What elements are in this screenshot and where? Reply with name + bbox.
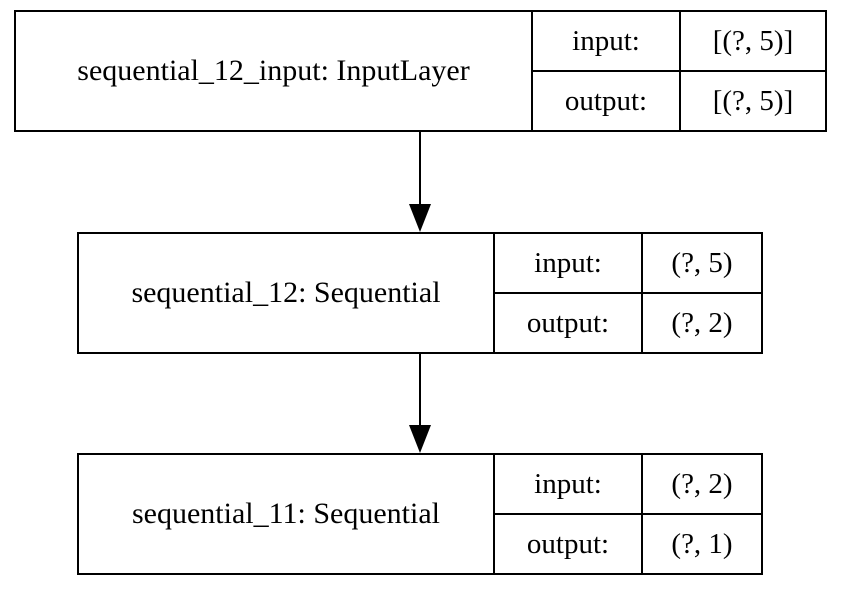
edge-sequential-12-to-sequential-11 <box>409 354 431 453</box>
layer-ports: input: [(?, 5)] output: [(?, 5)] <box>533 12 825 130</box>
input-shape: (?, 5) <box>671 246 733 279</box>
edge-input-to-sequential-12 <box>409 132 431 232</box>
layer-title: sequential_12_input: InputLayer <box>16 12 533 130</box>
output-shape: (?, 1) <box>671 527 733 560</box>
output-shape: (?, 2) <box>671 306 733 339</box>
output-label: output: <box>495 515 643 573</box>
input-label: input: <box>495 455 643 513</box>
layer-node-sequential-12-input[interactable]: sequential_12_input: InputLayer input: [… <box>14 10 827 132</box>
layer-title: sequential_12: Sequential <box>79 234 495 352</box>
output-shape: [(?, 5)] <box>712 84 794 117</box>
input-shape: (?, 2) <box>671 467 733 500</box>
output-row: output: (?, 2) <box>495 292 761 352</box>
input-label: input: <box>533 12 681 70</box>
output-label: output: <box>533 72 681 130</box>
input-row: input: [(?, 5)] <box>533 12 825 70</box>
layer-title: sequential_11: Sequential <box>79 455 495 573</box>
layer-ports: input: (?, 2) output: (?, 1) <box>495 455 761 573</box>
output-row: output: [(?, 5)] <box>533 70 825 130</box>
output-row: output: (?, 1) <box>495 513 761 573</box>
input-row: input: (?, 2) <box>495 455 761 513</box>
output-label: output: <box>495 294 643 352</box>
layer-node-sequential-12[interactable]: sequential_12: Sequential input: (?, 5) … <box>77 232 763 354</box>
input-shape: [(?, 5)] <box>712 24 794 57</box>
input-label: input: <box>495 234 643 292</box>
input-row: input: (?, 5) <box>495 234 761 292</box>
layer-node-sequential-11[interactable]: sequential_11: Sequential input: (?, 2) … <box>77 453 763 575</box>
layer-ports: input: (?, 5) output: (?, 2) <box>495 234 761 352</box>
